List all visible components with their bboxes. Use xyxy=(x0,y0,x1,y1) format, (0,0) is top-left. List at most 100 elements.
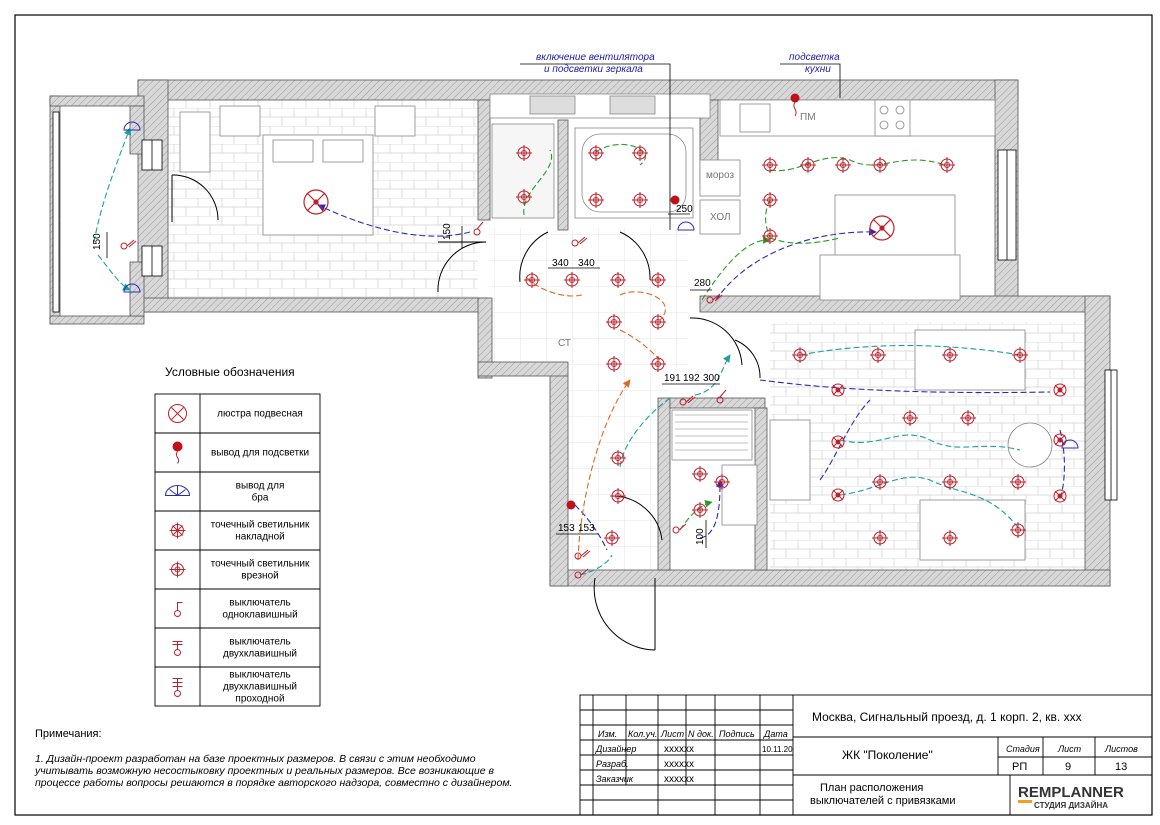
backlight-outputs xyxy=(566,93,800,510)
hall-floor xyxy=(488,228,688,368)
spot xyxy=(714,474,730,490)
tb-name-developer: xxxxxx xyxy=(664,759,694,770)
spot xyxy=(610,488,626,504)
notes-line-1: 1. Дизайн-проект разработан на базе прое… xyxy=(35,753,476,765)
tb-sheet: 9 xyxy=(1065,761,1071,773)
notes-line-3: процессе работы вопросы решаются в поряд… xyxy=(35,777,512,789)
spot xyxy=(870,347,886,363)
tb-header-podpis: Подпись xyxy=(719,729,755,739)
spot xyxy=(564,272,580,288)
wiring-green xyxy=(523,143,946,531)
tb-sheets: 13 xyxy=(1115,761,1127,773)
spot xyxy=(516,145,532,161)
spot xyxy=(872,157,888,173)
surface-spot xyxy=(831,383,845,397)
recessed-spot-group xyxy=(516,145,1028,546)
surface-spot xyxy=(1053,489,1067,503)
bathroom-fixtures xyxy=(489,93,711,219)
spot xyxy=(835,157,851,173)
tb-name-designer: xxxxxx xyxy=(664,744,694,755)
switch xyxy=(574,568,589,579)
tb-name-customer: xxxxxx xyxy=(664,774,694,785)
switch xyxy=(679,395,696,406)
switch xyxy=(672,523,687,534)
dim-100: 100 xyxy=(695,528,706,545)
spot-recessed-icon xyxy=(169,561,186,578)
spot xyxy=(632,145,648,161)
tb-address: Москва, Сигнальный проезд, д. 1 корп. 2,… xyxy=(812,710,1082,724)
dim-150-balcony: 150 xyxy=(92,233,103,250)
spot xyxy=(942,530,958,546)
callout-fan-line1: включение вентилятора xyxy=(536,52,655,63)
room-label-pm: ПМ xyxy=(800,112,816,123)
spot xyxy=(942,347,958,363)
legend-label: вывод для подсветки xyxy=(211,448,309,459)
room-label-hol: ХОЛ xyxy=(710,212,731,223)
spot xyxy=(516,189,532,205)
spot xyxy=(1010,522,1026,538)
remplanner-logo-accent xyxy=(1018,800,1032,803)
tb-header-izm: Изм. xyxy=(598,729,617,739)
spot-surface-icon xyxy=(169,522,186,539)
notes-line-2: учитывать возможную несостыковку проектн… xyxy=(34,765,494,777)
tb-role-customer: Заказчик xyxy=(596,774,634,784)
dim-153-left: 153 xyxy=(558,523,575,534)
legend-label: бра xyxy=(252,492,269,504)
switch-pass-icon xyxy=(172,678,183,697)
legend-label: врезной xyxy=(241,571,278,582)
spot xyxy=(792,347,808,363)
spot xyxy=(872,474,888,490)
spot xyxy=(650,314,666,330)
room-label-st: СТ xyxy=(558,338,571,349)
dim-340-left: 340 xyxy=(552,258,569,269)
wiring-blue xyxy=(317,204,1065,551)
kitchen-furniture xyxy=(699,99,996,301)
legend-label: вывод для xyxy=(236,481,285,492)
tb-sheet-label: Лист xyxy=(1057,744,1082,754)
spot xyxy=(692,466,708,482)
room-label-moroz: мороз xyxy=(706,170,734,181)
switch xyxy=(571,236,588,247)
legend-label: одноклавишный xyxy=(222,610,297,621)
chandelier-icon xyxy=(168,404,187,423)
spot xyxy=(632,192,648,208)
dim-250: 250 xyxy=(676,204,693,215)
spot xyxy=(800,157,816,173)
surface-spot xyxy=(1053,383,1067,397)
tb-role-developer: Разраб. xyxy=(596,759,629,769)
tb-stage-label: Стадия xyxy=(1006,744,1040,754)
switch xyxy=(706,293,723,304)
spot xyxy=(902,410,918,426)
wardrobe xyxy=(671,409,758,526)
legend-label: точечный светильник xyxy=(211,520,310,531)
walls xyxy=(49,79,1111,587)
tb-sheet-title-2: выключателей с привязками xyxy=(810,795,956,807)
tb-sheet-title-1: План расположения xyxy=(820,782,923,794)
title-block xyxy=(579,694,1153,816)
legend-label: выключатель xyxy=(229,637,290,648)
callouts xyxy=(520,63,841,230)
spot xyxy=(939,157,955,173)
switches xyxy=(120,221,727,579)
notes-title: Примечания: xyxy=(35,728,102,740)
tb-project: ЖК "Поколение" xyxy=(842,748,933,762)
balcony-floor xyxy=(60,108,140,316)
backlight-icon xyxy=(172,441,183,464)
chandelier-kitchen xyxy=(869,215,895,241)
spot xyxy=(1010,474,1026,490)
dim-150-bedroom: 150 xyxy=(442,223,453,240)
remplanner-logo-sub: СТУДИЯ ДИЗАЙНА xyxy=(1034,801,1108,810)
tb-header-list: Лист xyxy=(660,729,685,739)
dimension-lines xyxy=(106,213,720,548)
callout-kitchen-line1: подсветка xyxy=(789,52,840,63)
callout-fan-line2: и подсветки зеркала xyxy=(544,64,643,75)
tb-date-designer: 10.11.20 xyxy=(762,745,793,754)
doors xyxy=(171,174,761,651)
floor-plan: ПМ мороз ХОЛ СТ xyxy=(49,79,1118,651)
dim-300: 300 xyxy=(703,373,720,384)
spot xyxy=(960,410,976,426)
dim-192: 192 xyxy=(683,373,700,384)
switch xyxy=(574,549,591,560)
